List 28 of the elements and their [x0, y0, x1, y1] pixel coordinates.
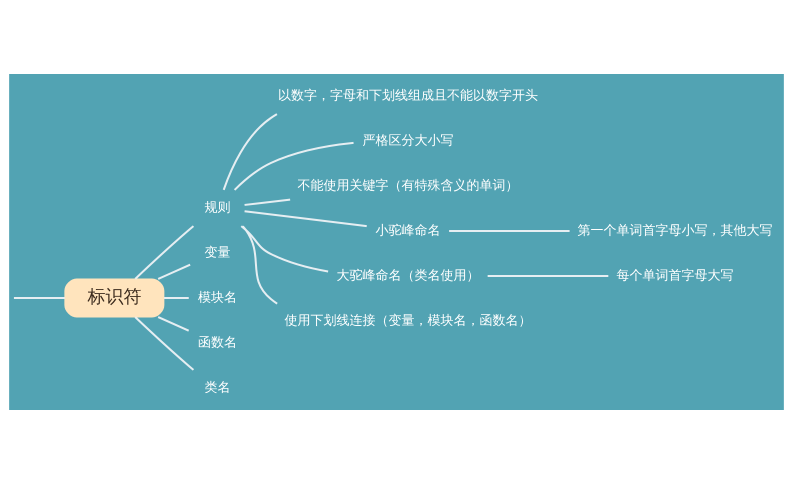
- connector: [222, 112, 278, 190]
- node-text: 小驼峰命名: [375, 222, 440, 237]
- node-text: 模块名: [198, 288, 237, 304]
- node-text: 规则: [204, 198, 230, 214]
- node-text: 每个单词首字母大写: [616, 266, 734, 282]
- connector: [134, 316, 194, 370]
- node-text: 以数字，字母和下划线组成且不能以数字开头: [278, 86, 538, 102]
- connector: [234, 141, 354, 190]
- connector: [134, 224, 194, 280]
- connector: [158, 263, 191, 280]
- connector: [244, 210, 367, 227]
- connector: [14, 296, 65, 298]
- node-text: 严格区分大小写: [362, 132, 454, 147]
- node-text: 类名: [204, 378, 230, 394]
- connector: [164, 296, 189, 298]
- connector: [240, 224, 328, 272]
- node-text: 大驼峰命名（类名使用）: [336, 266, 480, 282]
- connector: [242, 225, 278, 304]
- node-box: 标识符: [64, 278, 164, 317]
- node-text: 不能使用关键字（有特殊含义的单词）: [297, 176, 518, 192]
- connector: [244, 198, 290, 206]
- connector: [158, 316, 190, 332]
- connector: [488, 274, 608, 276]
- node-text: 函数名: [198, 334, 237, 349]
- node-text: 变量: [204, 244, 230, 259]
- connector: [449, 230, 570, 232]
- node-text: 第一个单词首字母小写，其他大写: [577, 222, 772, 237]
- node-text: 使用下划线连接（变量，模块名，函数名）: [284, 312, 532, 327]
